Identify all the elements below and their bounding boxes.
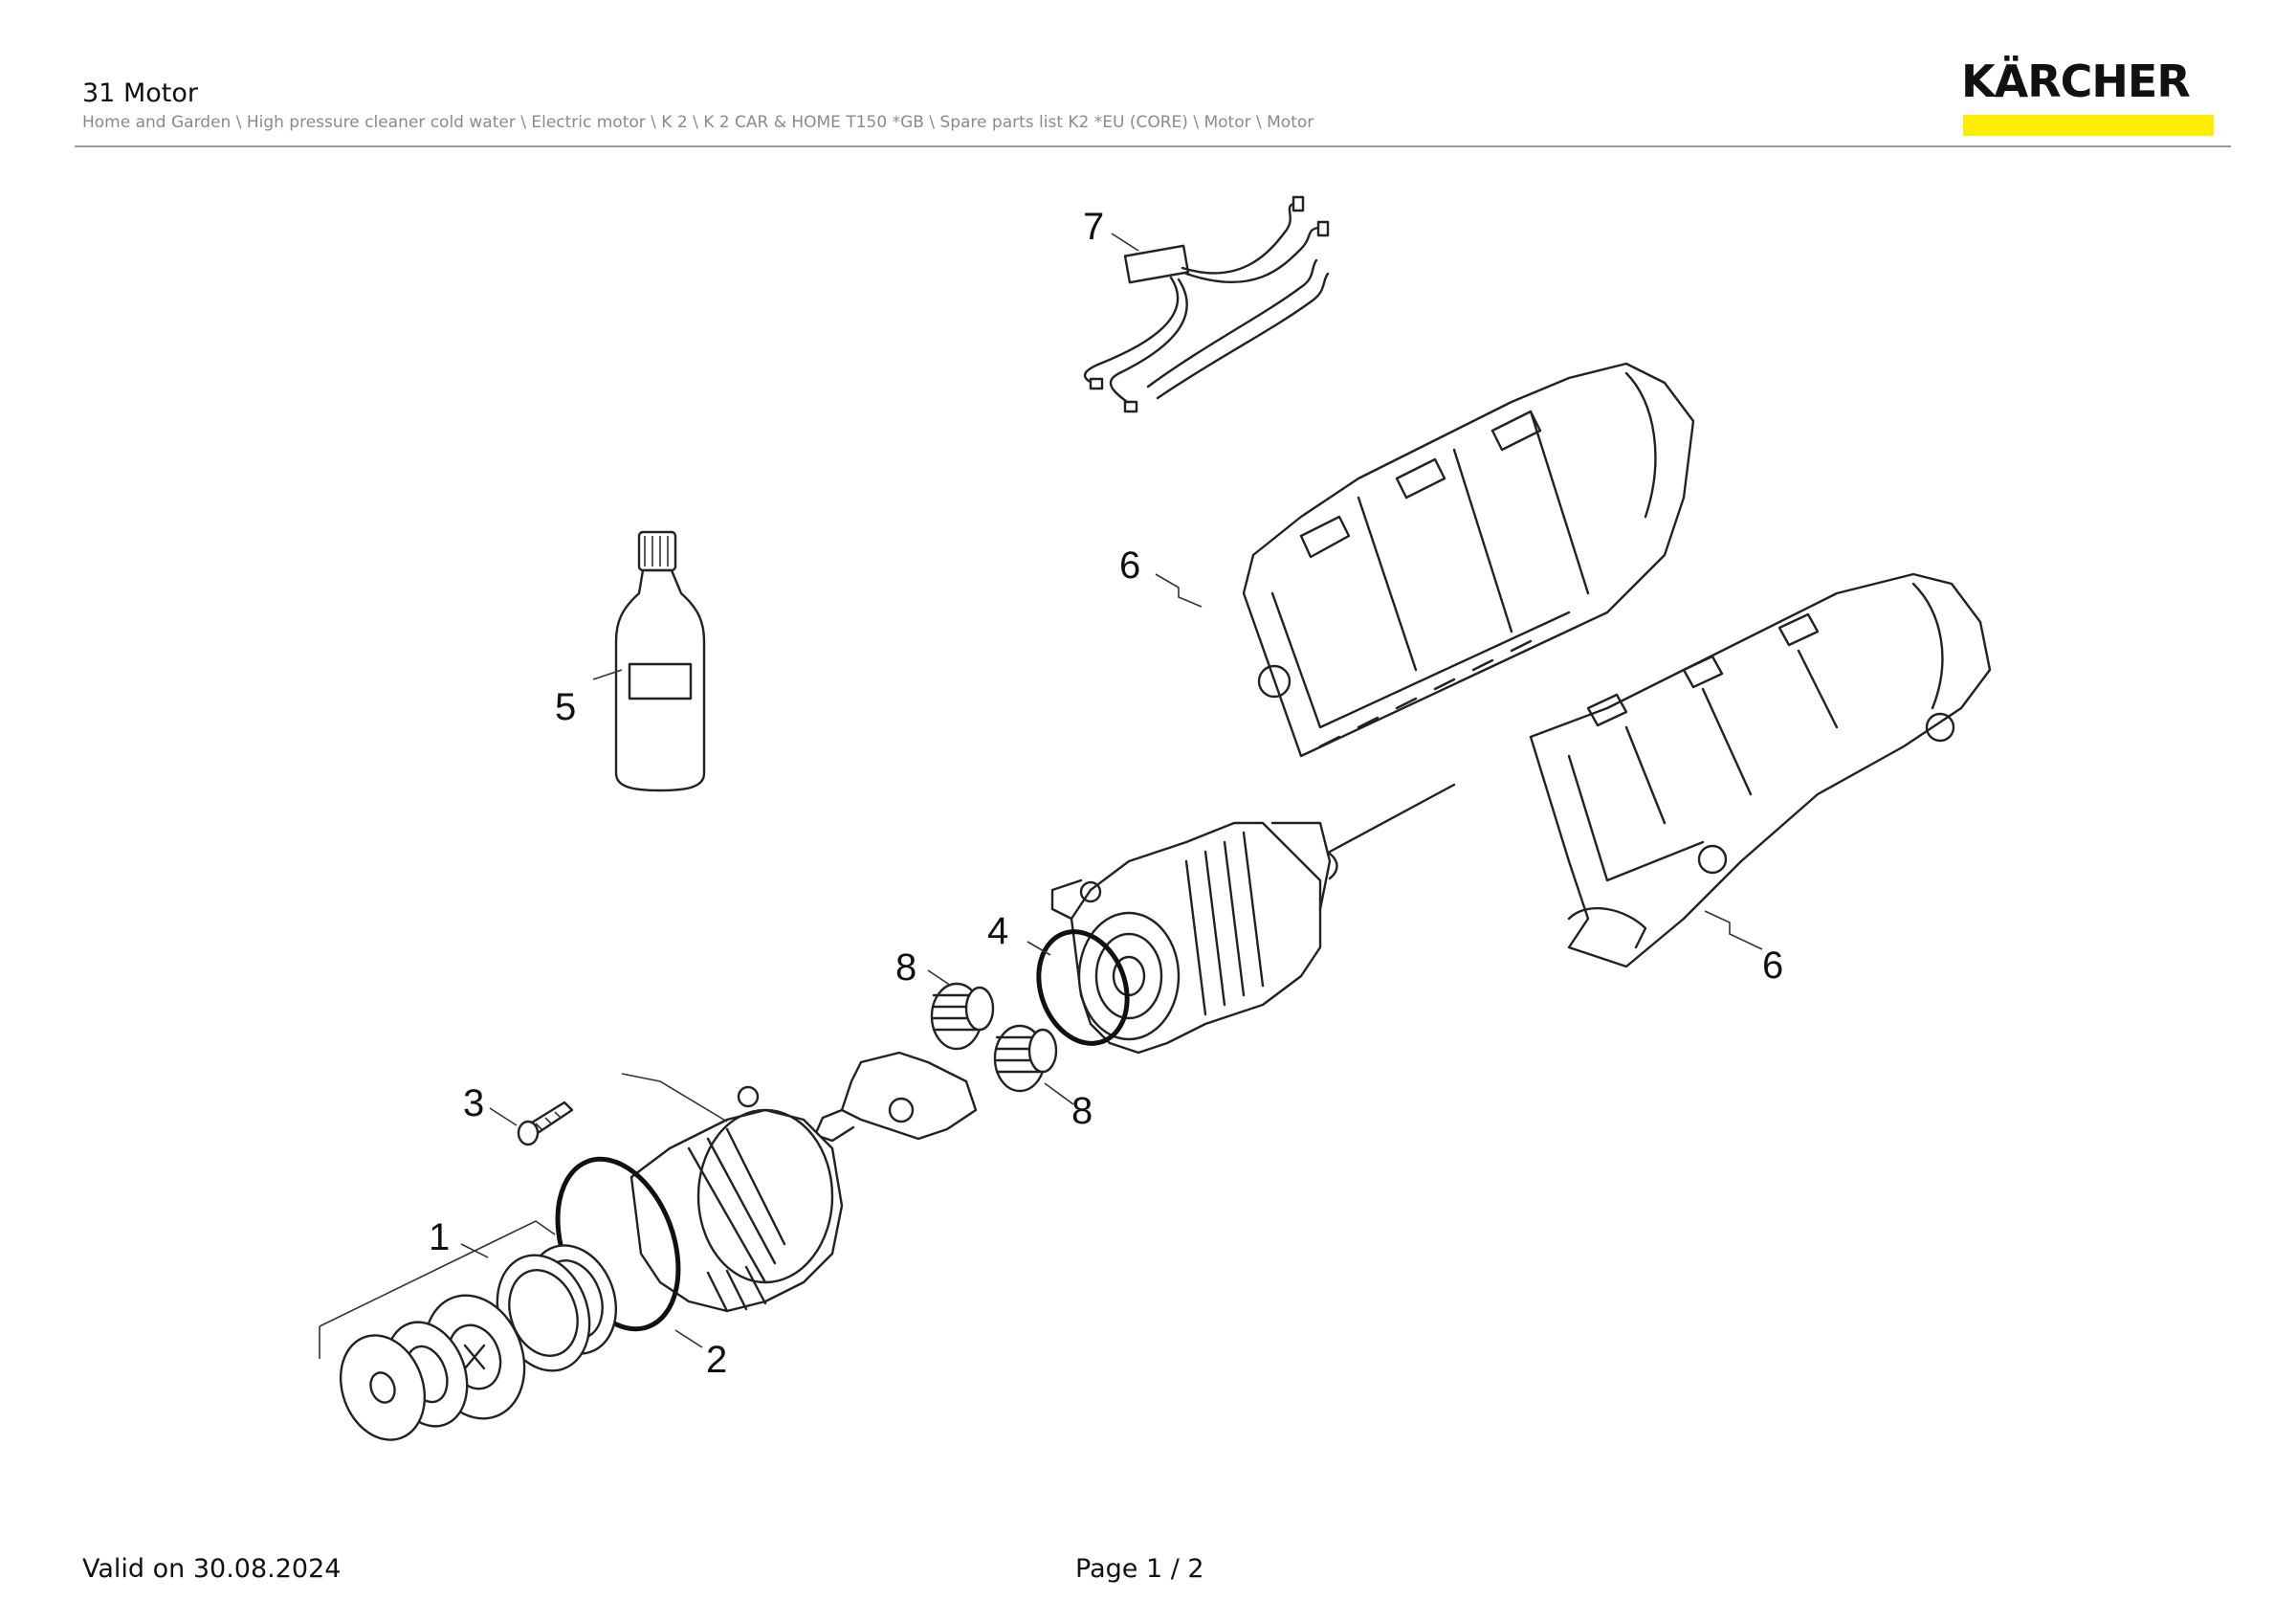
callout-3: 3 [463,1082,484,1124]
callout-2: 2 [706,1339,727,1381]
callout-7: 7 [1083,206,1104,248]
part-5-oil-bottle [614,530,706,792]
callout-4: 4 [987,910,1008,952]
callout-8-lower: 8 [1071,1090,1093,1132]
callout-6-lower: 6 [1762,945,1783,987]
callout-5: 5 [555,686,576,728]
part-8-gear-upper [930,982,995,1051]
part-1-bearing-set [319,1220,618,1441]
part-6-lower-housing [1529,572,1992,968]
part-6-upper-housing [1242,362,1695,758]
header-divider [75,145,2231,147]
callout-1: 1 [429,1216,450,1258]
part-3-screw [517,1101,574,1146]
valid-date: Valid on 30.08.2024 [82,1554,342,1584]
breadcrumb: Home and Garden \ High pressure cleaner … [82,113,1314,132]
callout-8-upper: 8 [895,946,916,989]
part-7-wiring-harness [1083,195,1330,413]
page-number: Page 1 / 2 [1075,1554,1204,1584]
part-8-gear-lower [993,1024,1058,1093]
leader-lines [460,233,1763,1348]
karcher-logo: KÄRCHER [1961,59,2216,136]
logo-wordmark: KÄRCHER [1961,56,2191,107]
part-4-o-ring [1036,929,1130,1046]
pump-head-housing [621,1073,844,1313]
logo-yellow-bar [1963,115,2214,136]
page-title: 31 Motor [82,78,198,108]
callout-6-upper: 6 [1119,545,1140,587]
gear-carrier [783,1051,978,1154]
motor-assembly [1050,783,1456,1055]
